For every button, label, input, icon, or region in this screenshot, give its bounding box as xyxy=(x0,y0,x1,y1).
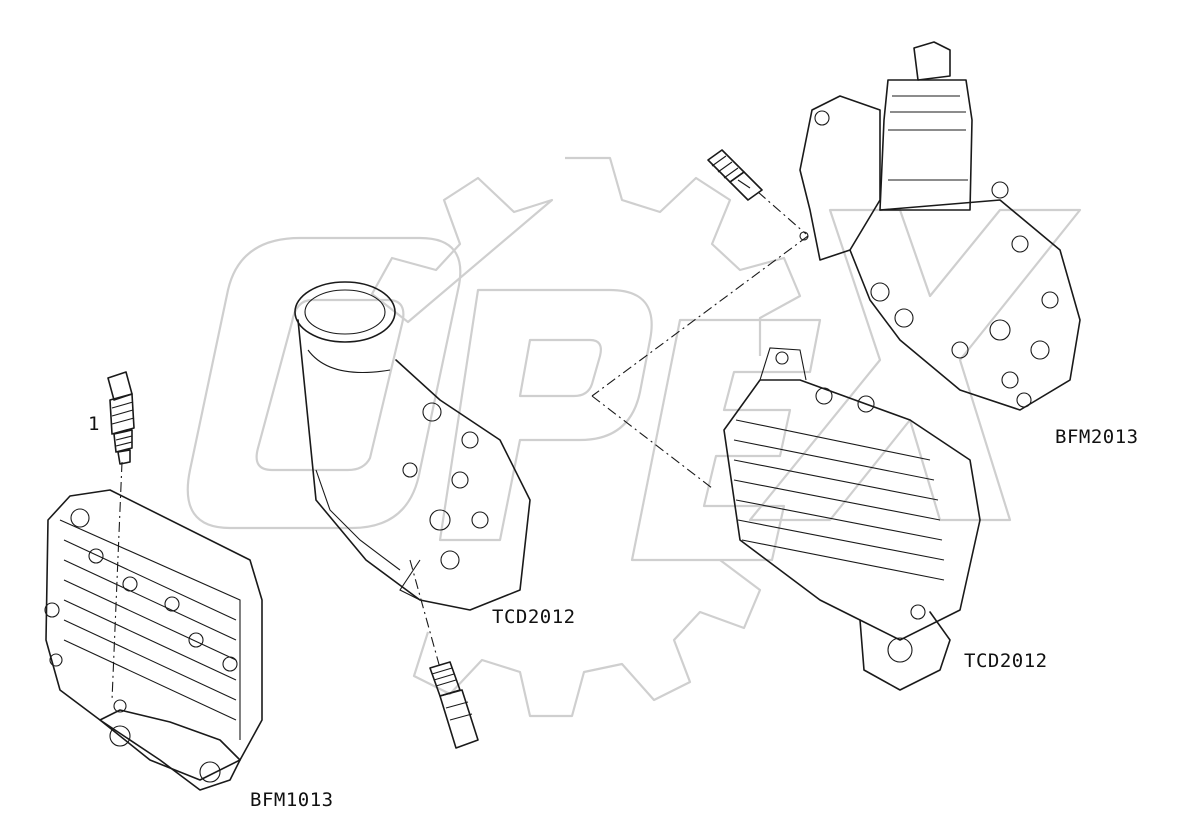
label-bfm1013: BFM1013 xyxy=(250,789,334,811)
watermark-letter-p xyxy=(438,288,653,542)
pressure-sensor-item-1 xyxy=(107,371,135,465)
label-bfm2013: BFM2013 xyxy=(1055,426,1139,448)
tcd2012-oil-cooler xyxy=(723,347,981,691)
watermark-gear xyxy=(370,156,802,718)
bfm1013-housing xyxy=(44,489,263,791)
temperature-sensor-bottom xyxy=(429,661,479,749)
tcd2012-filter-head xyxy=(294,281,531,611)
label-tcd2012-center: TCD2012 xyxy=(492,606,576,628)
installation-lines xyxy=(111,191,809,701)
line-sensor-to-tcd2012 xyxy=(409,559,441,669)
watermark-letter-o xyxy=(186,236,462,530)
line-to-oil-cooler xyxy=(591,395,713,489)
line-top-sensor xyxy=(757,191,807,235)
line-sensor-to-bfm2013 xyxy=(591,235,809,397)
watermark-letter-x xyxy=(748,208,1082,522)
label-tcd2012-right: TCD2012 xyxy=(964,650,1048,672)
bfm2013-filter-head xyxy=(799,41,1081,411)
watermark-letter-e xyxy=(630,318,822,562)
callout-item-1: 1 xyxy=(88,413,100,435)
temperature-sensor-top xyxy=(707,149,809,241)
watermark-logo xyxy=(186,156,1082,718)
